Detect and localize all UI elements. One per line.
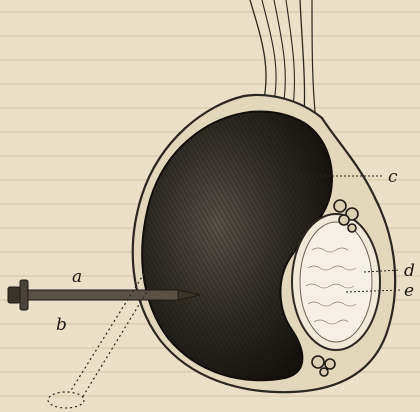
label-d: d: [404, 261, 415, 281]
label-a: a: [72, 267, 82, 287]
label-b: b: [56, 315, 67, 335]
label-e: e: [404, 281, 414, 301]
label-c: c: [388, 167, 398, 187]
